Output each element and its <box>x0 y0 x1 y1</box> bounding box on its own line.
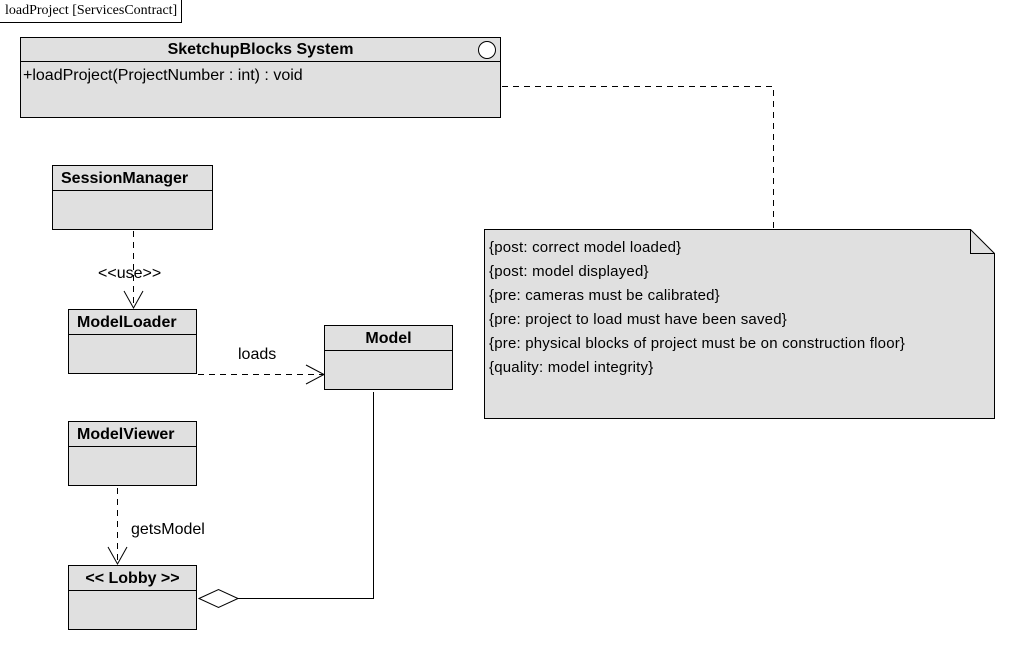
interface-circle-icon <box>478 41 496 59</box>
model-loader-class[interactable]: ModelLoader <box>68 309 197 374</box>
note-line: {post: model displayed} <box>489 263 649 280</box>
use-stereotype-label: <<use>> <box>98 265 162 282</box>
note-anchor-line <box>502 86 774 229</box>
session-manager-name: SessionManager <box>53 166 212 191</box>
lobby-class[interactable]: << Lobby >> <box>68 565 197 630</box>
system-class[interactable]: SketchupBlocks System +loadProject(Proje… <box>20 37 501 118</box>
model-viewer-class[interactable]: ModelViewer <box>68 421 197 486</box>
use-dependency-arrowhead <box>123 290 144 310</box>
constraint-note[interactable]: {post: correct model loaded} {post: mode… <box>489 236 905 380</box>
model-name: Model <box>325 326 452 351</box>
loads-label: loads <box>238 346 277 363</box>
session-manager-class[interactable]: SessionManager <box>52 165 213 230</box>
model-loader-name: ModelLoader <box>69 310 196 335</box>
note-fold <box>970 229 995 254</box>
constraint-note-shape <box>484 229 995 419</box>
note-line: {pre: physical blocks of project must be… <box>489 335 906 352</box>
aggregation-diamond <box>197 588 240 609</box>
note-line: {quality: model integrity} <box>489 359 654 376</box>
note-line: {pre: cameras must be calibrated} <box>489 287 720 304</box>
model-class[interactable]: Model <box>324 325 453 390</box>
getsmodel-dependency-arrowhead <box>107 546 128 566</box>
aggregation-line <box>238 392 374 599</box>
getsmodel-label: getsModel <box>131 521 205 538</box>
lobby-name: << Lobby >> <box>69 566 196 591</box>
system-operation: +loadProject(ProjectNumber : int) : void <box>23 67 303 84</box>
system-class-name: SketchupBlocks System <box>21 38 500 62</box>
note-line: {pre: project to load must have been sav… <box>489 311 787 328</box>
note-line: {post: correct model loaded} <box>489 239 682 256</box>
model-viewer-name: ModelViewer <box>69 422 196 447</box>
diagram-frame-label: loadProject [ServicesContract] <box>0 0 183 23</box>
